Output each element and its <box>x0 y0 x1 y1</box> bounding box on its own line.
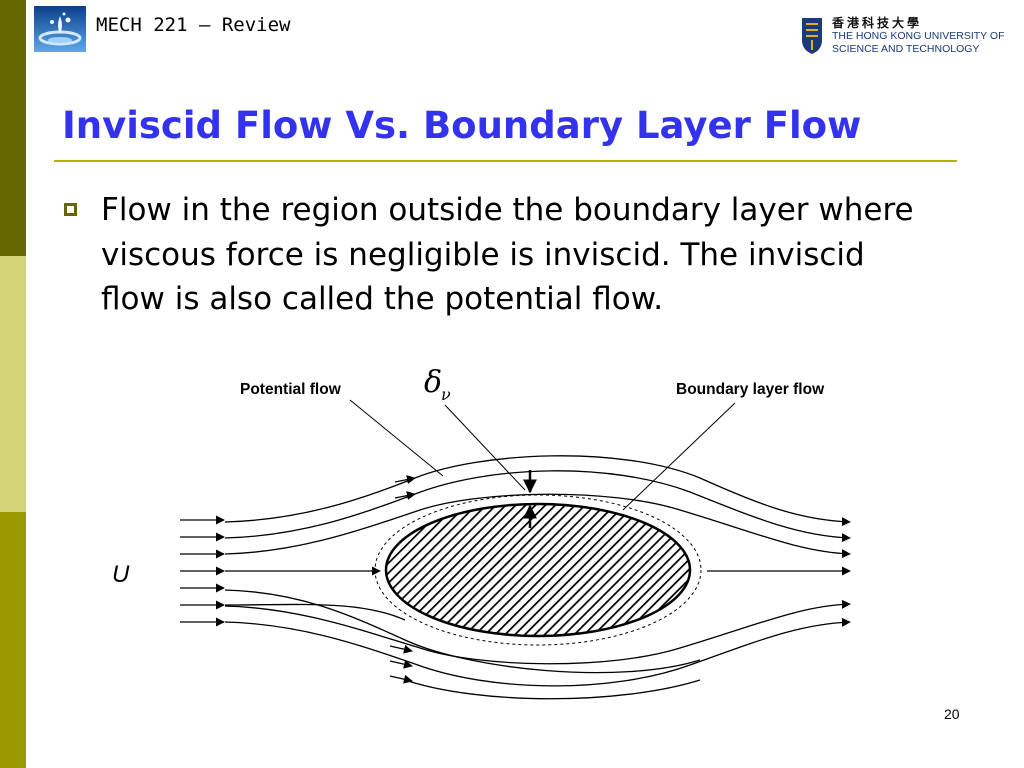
leader-lines <box>349 399 736 511</box>
label-delta-subscript: ν <box>441 385 451 404</box>
label-u: U <box>112 561 130 588</box>
label-boundary-layer-flow: Boundary layer flow <box>676 381 825 398</box>
sidebar-light-segment <box>0 256 26 512</box>
boundary-layer-outline <box>374 494 702 646</box>
title-underline <box>54 160 957 162</box>
label-delta: δ <box>424 365 442 400</box>
streamline-arrowheads <box>389 475 416 684</box>
slide-title: Inviscid Flow Vs. Boundary Layer Flow <box>62 104 862 147</box>
bullet-square-icon <box>64 203 77 216</box>
university-logo: 香港科技大學 THE HONG KONG UNIVERSITY OF SCIEN… <box>800 14 1015 60</box>
incoming-arrows <box>180 515 225 627</box>
university-name-line1: THE HONG KONG UNIVERSITY OF <box>832 30 1005 42</box>
sidebar-dark-segment <box>0 0 26 256</box>
sidebar-olive-segment <box>0 512 26 768</box>
body-hatch-fill <box>384 502 692 638</box>
label-potential-flow: Potential flow <box>240 381 342 398</box>
university-chinese-name: 香港科技大學 <box>832 16 923 30</box>
course-logo-icon <box>34 6 86 52</box>
streamlines <box>224 455 851 700</box>
page-number: 20 <box>944 706 960 722</box>
university-name-line2: SCIENCE AND TECHNOLOGY <box>832 43 980 55</box>
bullet-text: Flow in the region outside the boundary … <box>101 192 914 317</box>
course-title: MECH 221 – Review <box>96 14 291 36</box>
university-crest-icon <box>802 18 822 54</box>
